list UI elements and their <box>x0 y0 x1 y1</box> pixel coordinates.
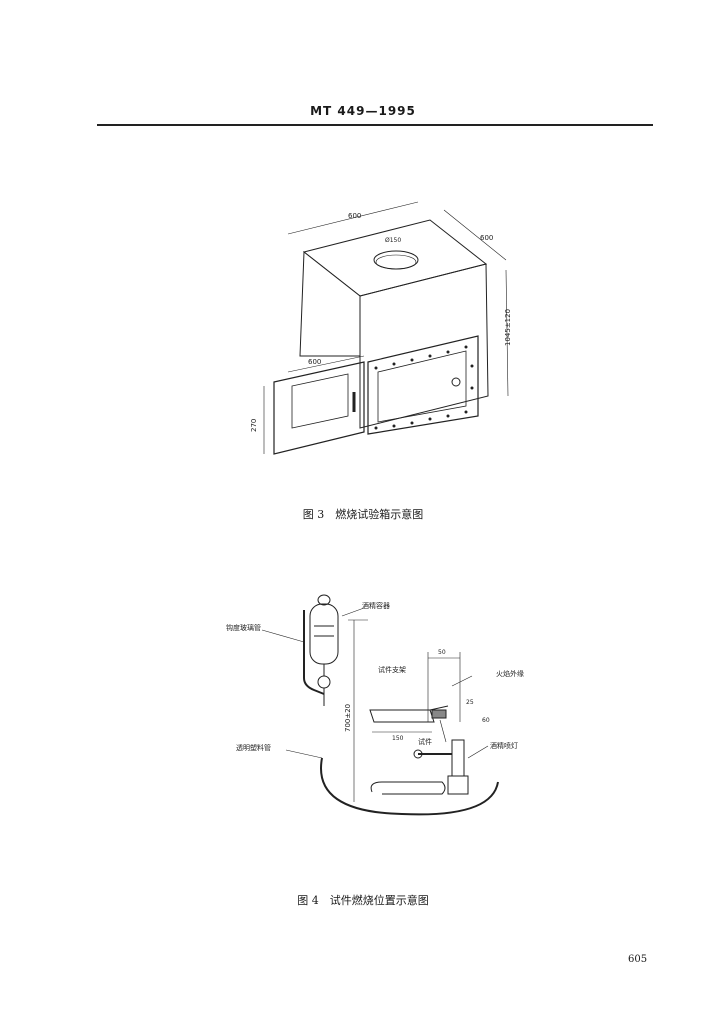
label-alcohol-container: 酒精容器 <box>362 601 390 610</box>
combustion-box-drawing: 600 600 Ø150 1045±120 600 270 <box>250 201 512 455</box>
dim-50: 50 <box>438 649 446 656</box>
figure-3-caption: 图 3 燃烧试验箱示意图 <box>302 508 424 521</box>
dim-25: 25 <box>466 699 474 706</box>
dim-height: 1045±120 <box>504 309 512 346</box>
dim-width: 600 <box>348 212 361 220</box>
page-header: MT 449—1995 <box>310 104 416 118</box>
label-specimen-support: 试件支架 <box>378 665 406 674</box>
dim-depth: 600 <box>480 234 493 242</box>
label-glass-tube: 钩度玻璃管 <box>226 623 261 632</box>
figure-4-caption: 图 4 试件燃烧位置示意图 <box>297 894 429 907</box>
page-number: 605 <box>628 954 648 965</box>
header-rule <box>97 124 653 126</box>
label-specimen: 试件 <box>418 737 432 746</box>
dim-60: 60 <box>482 717 490 724</box>
dim-150: 150 <box>392 735 404 742</box>
burn-position-drawing: 酒精容器 钩度玻璃管 透明塑料管 试件支架 火焰外缘 试件 酒精喷灯 50 15… <box>226 594 524 816</box>
dim-hole: Ø150 <box>385 237 401 244</box>
label-alcohol-lamp: 酒精喷灯 <box>490 741 518 750</box>
dim-height: 700±20 <box>344 704 352 732</box>
label-flame-edge: 火焰外缘 <box>496 669 524 678</box>
figure-3-combustion-box: 600 600 Ø150 1045±120 600 270 <box>248 196 528 464</box>
dim-door-width: 600 <box>308 358 321 366</box>
figure-4-burn-position: 酒精容器 钩度玻璃管 透明塑料管 试件支架 火焰外缘 试件 酒精喷灯 50 15… <box>222 582 534 826</box>
dim-door-height: 270 <box>250 419 258 432</box>
label-plastic-tube: 透明塑料管 <box>236 743 271 752</box>
